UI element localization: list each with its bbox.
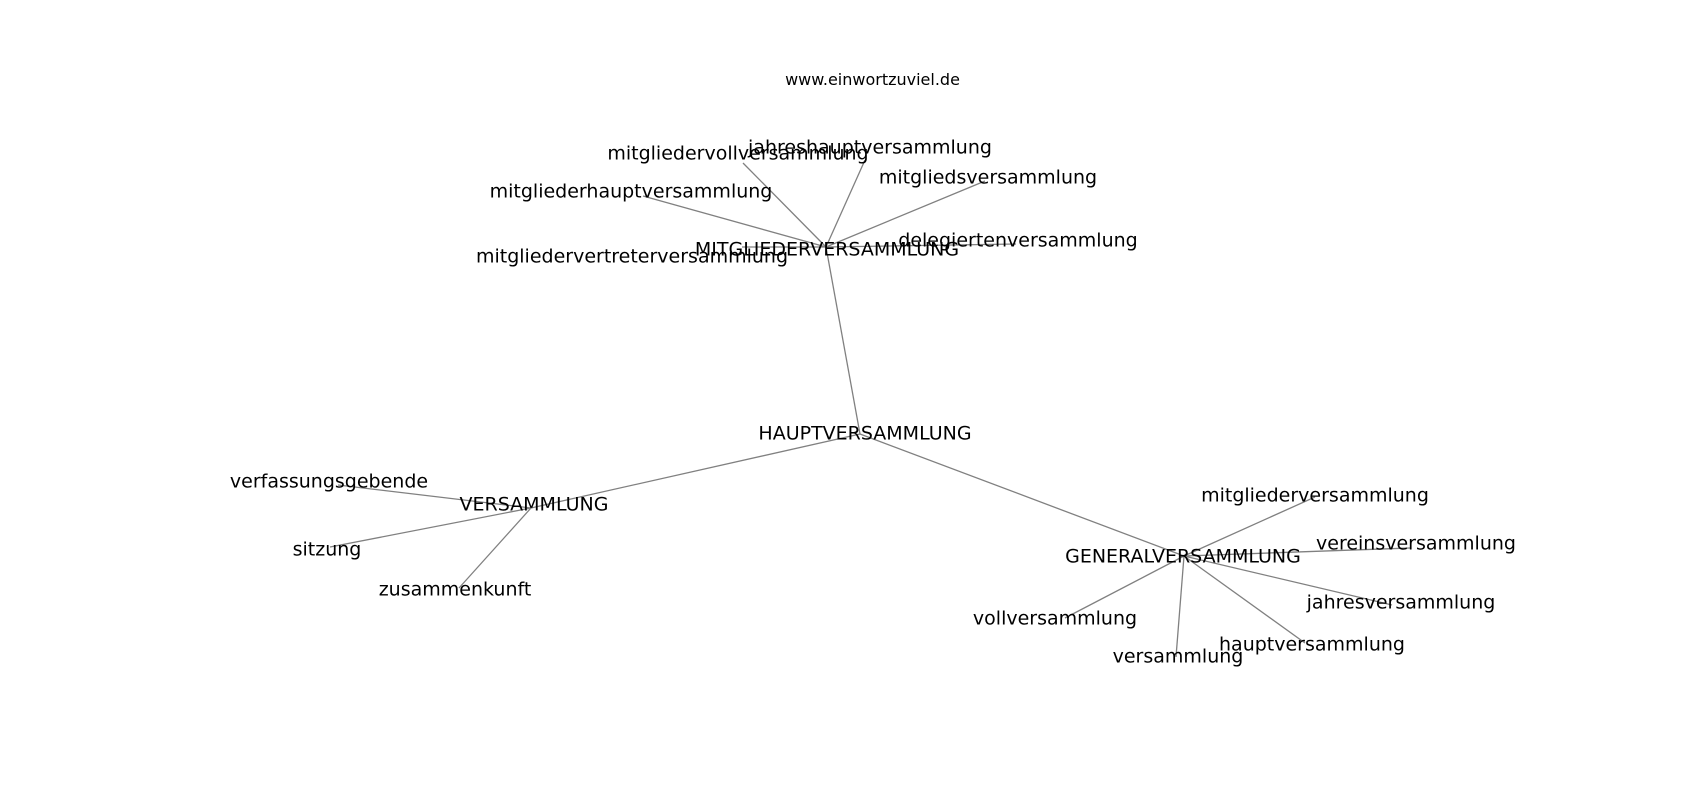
node-label-verfassungsgebende: verfassungsgebende <box>230 471 428 493</box>
node-label-versammlung_hub: VERSAMMLUNG <box>460 494 609 516</box>
edge-generalversammlung_hub-versammlung_leaf <box>1175 555 1185 658</box>
node-label-versammlung_leaf: versammlung <box>1113 646 1244 668</box>
edge-mitgliederversammlung_hub-jahreshauptversammlung <box>825 159 866 248</box>
node-label-generalversammlung_hub: GENERALVERSAMMLUNG <box>1065 546 1301 568</box>
edge-mitgliederversammlung_hub-mitgliedsversammlung <box>825 180 986 248</box>
node-label-zusammenkunft: zusammenkunft <box>379 579 532 601</box>
edge-hauptversammlung_root-mitgliederversammlung_hub <box>825 246 861 435</box>
node-label-sitzung: sitzung <box>293 539 362 561</box>
edge-layer <box>329 159 1411 658</box>
node-label-vereinsversammlung: vereinsversammlung <box>1316 533 1516 555</box>
node-label-jahresversammlung: jahresversammlung <box>1306 592 1496 614</box>
edge-mitgliederversammlung_hub-delegiertenversammlung <box>825 243 1017 248</box>
edge-generalversammlung_hub-vollversammlung <box>1064 555 1185 619</box>
edge-generalversammlung_hub-jahresversammlung <box>1183 555 1393 606</box>
node-label-mitgliederhauptversammlung: mitgliederhauptversammlung <box>490 181 773 203</box>
source-url-label: www.einwortzuviel.de <box>785 70 960 89</box>
edge-generalversammlung_hub-hauptversammlung_leaf <box>1183 555 1306 644</box>
node-label-jahreshauptversammlung: jahreshauptversammlung <box>747 137 992 159</box>
node-label-mitgliedervertreterversammlung: mitgliedervertreterversammlung <box>476 246 788 268</box>
node-label-delegiertenversammlung: delegiertenversammlung <box>898 230 1137 252</box>
edge-generalversammlung_hub-vereinsversammlung <box>1183 547 1411 557</box>
edge-hauptversammlung_root-generalversammlung_hub <box>859 433 1185 557</box>
edge-versammlung_hub-verfassungsgebende <box>337 484 532 509</box>
node-label-mitgliederversammlung_leaf: mitgliederversammlung <box>1201 485 1429 507</box>
node-label-hauptversammlung_leaf: hauptversammlung <box>1219 634 1405 656</box>
edge-versammlung_hub-sitzung <box>329 507 532 548</box>
node-label-mitgliederversammlung_hub: MITGLIEDERVERSAMMLUNG <box>695 239 959 261</box>
edge-generalversammlung_hub-mitgliederversammlung_leaf <box>1183 496 1316 557</box>
edge-mitgliederversammlung_hub-mitgliederhauptversammlung <box>642 195 827 248</box>
node-label-mitgliedervollversammlung: mitgliedervollversammlung <box>607 143 868 165</box>
node-label-hauptversammlung_root: HAUPTVERSAMMLUNG <box>758 423 971 445</box>
node-label-layer: HAUPTVERSAMMLUNG MITGLIEDERVERSAMMLUNG VER… <box>230 137 1516 668</box>
edge-mitgliederversammlung_hub-mitgliedervollversammlung <box>742 162 827 248</box>
edge-versammlung_hub-zusammenkunft <box>458 507 532 589</box>
edge-hauptversammlung_root-versammlung_hub <box>530 433 861 509</box>
node-label-mitgliedsversammlung: mitgliedsversammlung <box>879 167 1097 189</box>
node-label-vollversammlung: vollversammlung <box>973 608 1137 630</box>
